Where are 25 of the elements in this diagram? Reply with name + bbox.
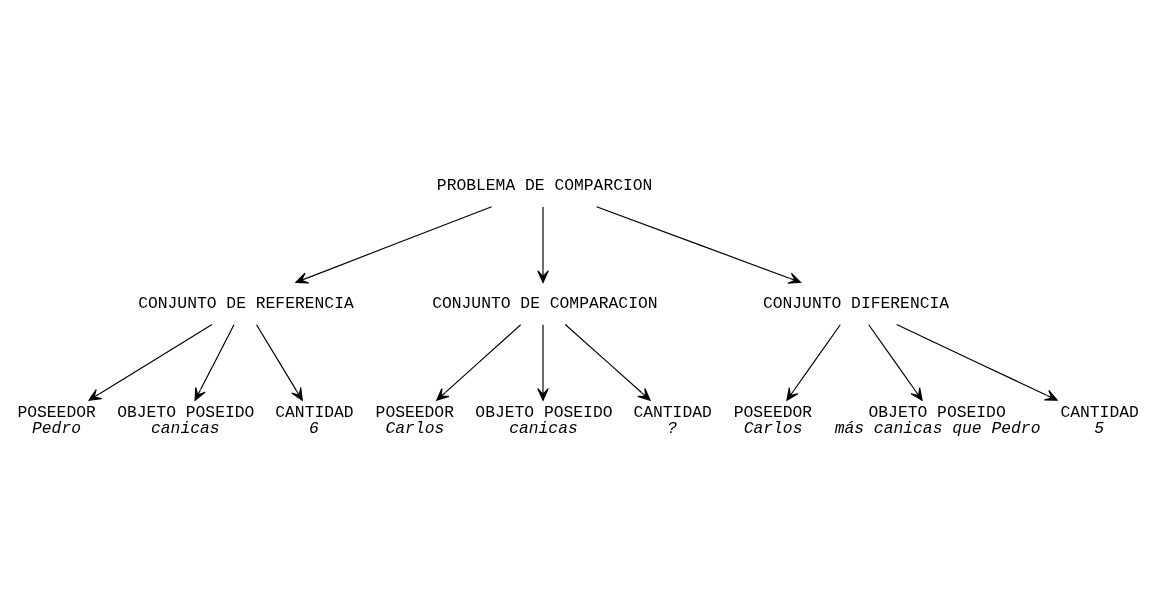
- arrow: [436, 323, 522, 401]
- arrow: [786, 323, 841, 401]
- arrow: [868, 323, 923, 401]
- arrow: [595, 205, 802, 284]
- arrow: [194, 323, 235, 401]
- node-text: POSEEDOR Pedro: [17, 402, 96, 438]
- node-text: CONJUNTO DE COMPARACION: [432, 293, 658, 313]
- node-text: CANTIDAD 5: [1060, 402, 1139, 438]
- node-text: OBJETO POSEIDO más canicas que Pedro: [834, 402, 1041, 438]
- node-text: CONJUNTO DIFERENCIA: [762, 293, 950, 313]
- node-text: POSEEDOR Carlos: [375, 402, 454, 438]
- node-text: CANTIDAD ?: [633, 402, 712, 438]
- arrow: [564, 323, 651, 401]
- node-text: CANTIDAD 6: [275, 402, 354, 438]
- arrow: [88, 323, 213, 401]
- node-text: POSEEDOR Carlos: [733, 402, 813, 438]
- node-text: PROBLEMA DE COMPARCION: [436, 175, 653, 195]
- node-text: OBJETO POSEIDO canicas: [117, 402, 255, 438]
- arrow: [537, 205, 549, 283]
- arrow: [295, 205, 493, 284]
- arrow: [537, 323, 549, 401]
- node-text: OBJETO POSEIDO canicas: [475, 402, 613, 438]
- node-text: CONJUNTO DE REFERENCIA: [138, 293, 354, 313]
- arrow: [255, 323, 303, 401]
- arrow: [896, 323, 1058, 401]
